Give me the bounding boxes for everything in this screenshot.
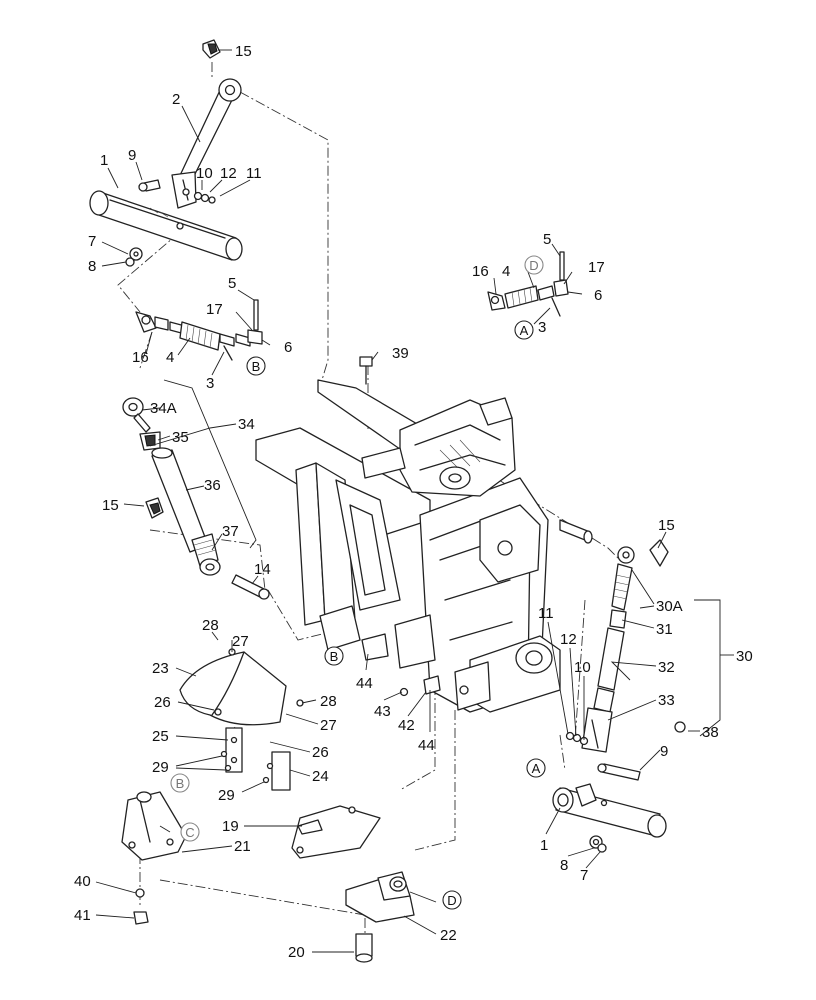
callout-31: 31 [656,621,673,638]
callout-12: 12 [560,631,577,648]
callout-38: 38 [702,724,719,741]
callout-4: 4 [502,263,510,280]
circled-refs: B D A B A B C D [170,255,546,910]
check-chain-left [135,299,263,361]
callout-27: 27 [232,633,249,650]
callout-8: 8 [88,258,96,275]
ref-a-shaft: A [532,761,541,776]
callout-1: 1 [100,152,108,169]
callout-33: 33 [658,692,675,709]
callout-5: 5 [228,275,236,292]
pin-clip-top [202,39,221,59]
callout-44: 44 [418,737,435,754]
callout-6: 6 [284,339,292,356]
callout-14: 14 [254,561,271,578]
ref-c-bracket: C [185,825,194,840]
callout-16: 16 [472,263,489,280]
callout-9: 9 [660,743,668,760]
plate-19 [291,805,381,859]
cross-shaft-left [89,190,243,267]
callout-10: 10 [574,659,591,676]
callout-9: 9 [128,147,136,164]
callout-2: 2 [172,91,180,108]
callout-26: 26 [312,744,329,761]
callout-7: 7 [88,233,96,250]
lift-rod-left [122,397,221,576]
callout-30A: 30A [656,598,683,615]
callout-11: 11 [538,605,554,622]
ref-a-right-chain: A [520,323,529,338]
callout-32: 32 [658,659,675,676]
callout-42: 42 [398,717,415,734]
callout-25: 25 [152,728,169,745]
callout-15: 15 [658,517,675,534]
hitch-frame [255,427,561,713]
callout-34A: 34A [150,400,177,417]
callout-17: 17 [588,259,605,276]
leader-lines [95,49,734,953]
callout-35: 35 [172,429,189,446]
callout-22: 22 [440,927,457,944]
callout-29: 29 [152,759,169,776]
ref-b-frame: B [330,649,339,664]
hardware-right [565,731,641,781]
ref-d-bracket: D [447,893,456,908]
callout-29: 29 [218,787,235,804]
callout-43: 43 [374,703,391,720]
callout-8: 8 [560,857,568,874]
callout-7: 7 [580,867,588,884]
ref-d-right-chain: D [529,258,538,273]
callout-40: 40 [74,873,91,890]
callout-6: 6 [594,287,602,304]
callout-15: 15 [102,497,119,514]
pin-clip-mid [145,497,164,519]
callout-28: 28 [320,693,337,710]
pin-14 [231,574,270,600]
callout-3: 3 [206,375,214,392]
bolt-and-nuts [138,179,216,204]
callout-39: 39 [392,345,409,362]
callout-26: 26 [154,694,171,711]
callout-44: 44 [356,675,373,692]
callout-23: 23 [152,660,169,677]
lift-arm [171,78,242,209]
callout-16: 16 [132,349,149,366]
ref-b-left-chain: B [252,359,261,374]
callout-3: 3 [538,319,546,336]
callout-24: 24 [312,768,329,785]
lift-housing [317,356,593,544]
callout-labels: 15 2 1 9 10 12 11 7 8 5 17 6 16 4 3 34A … [74,43,753,961]
bracket-22 [345,871,415,963]
callout-12: 12 [220,165,237,182]
callout-37: 37 [222,523,239,540]
cross-shaft-right [552,783,667,853]
callout-4: 4 [166,349,174,366]
check-chain-right [487,251,569,317]
callout-30: 30 [736,648,753,665]
callout-41: 41 [74,907,91,924]
bracket-21 [121,791,187,925]
ref-b-bracket: B [176,776,185,791]
callout-36: 36 [204,477,221,494]
callout-17: 17 [206,301,223,318]
callout-11: 11 [246,165,262,182]
callout-34: 34 [238,416,255,433]
callout-5: 5 [543,231,551,248]
callout-1: 1 [540,837,548,854]
callout-15: 15 [235,43,252,60]
callout-19: 19 [222,818,239,835]
callout-28: 28 [202,617,219,634]
callout-20: 20 [288,944,305,961]
callout-27: 27 [320,717,337,734]
callout-21: 21 [234,838,251,855]
callout-10: 10 [196,165,213,182]
lift-rod-right [581,539,686,753]
